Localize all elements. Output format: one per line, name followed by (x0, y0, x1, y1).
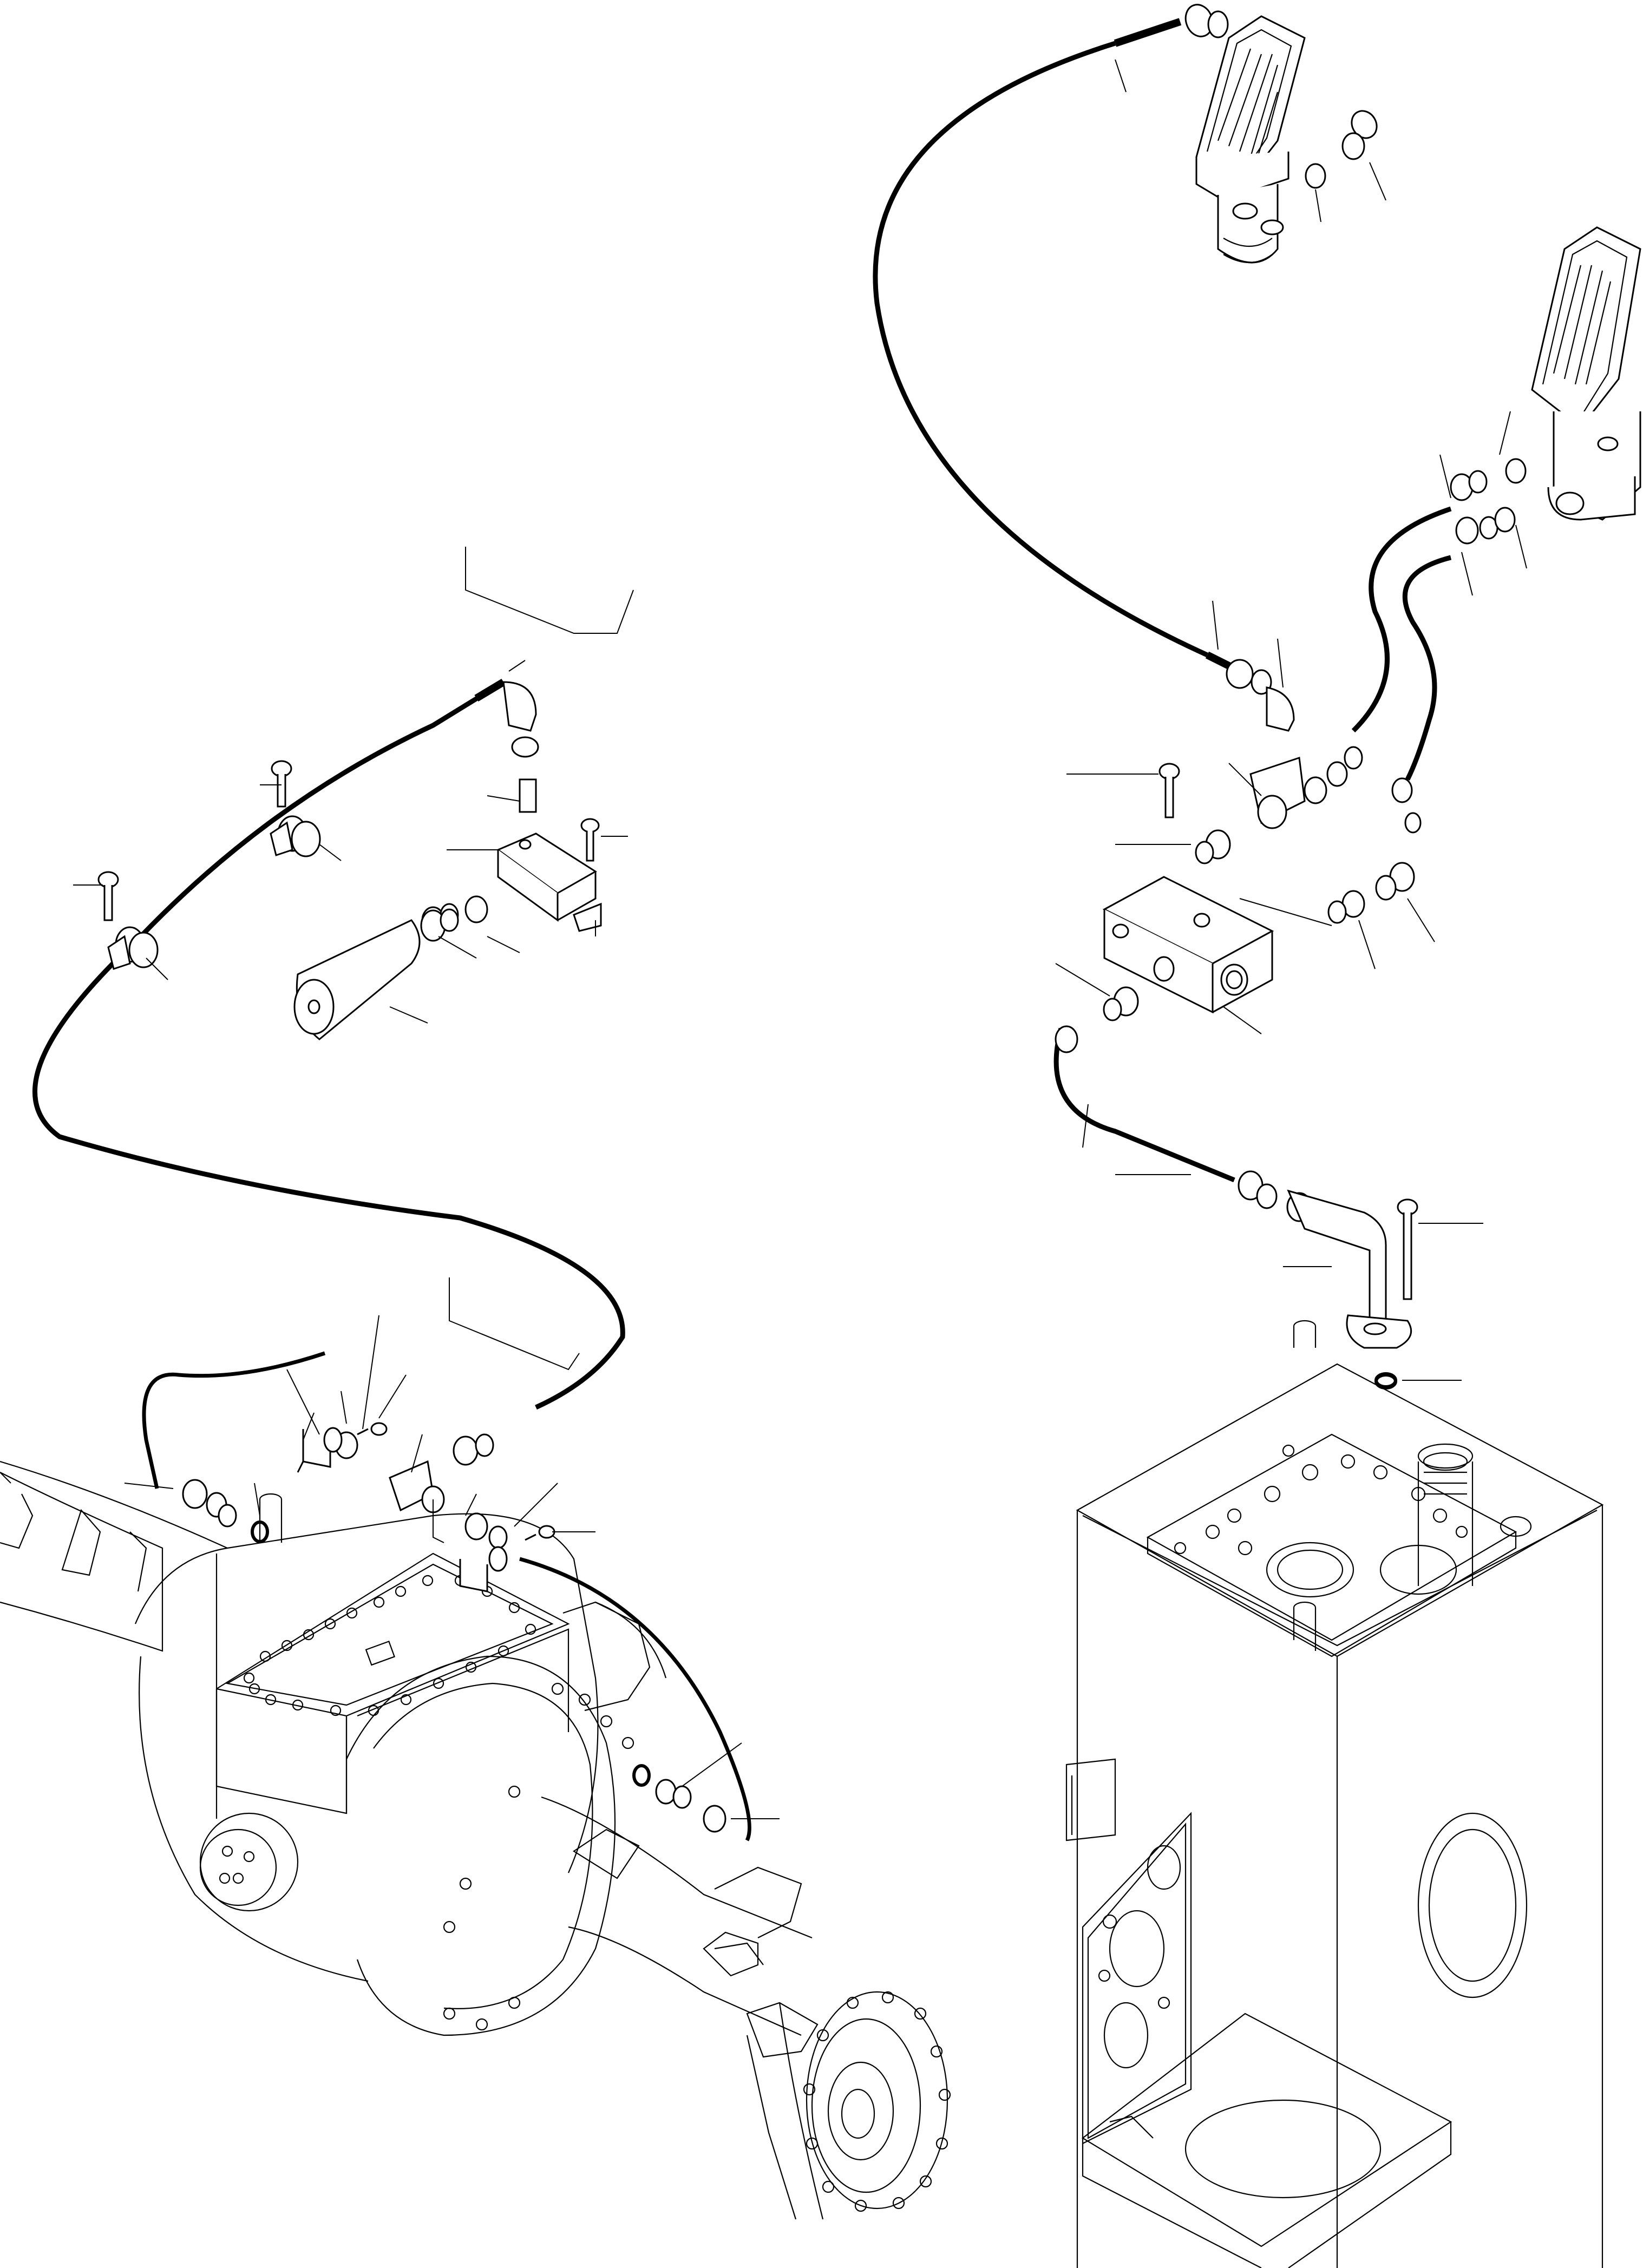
axle-cover-bolts (243, 1575, 634, 2031)
tank-pipe-flange (1287, 1189, 1412, 1388)
pipe-clamps (107, 815, 508, 1592)
axle-housing (0, 1460, 948, 2220)
distribution-block (1102, 876, 1274, 1014)
brake-pedal-valve-lower (1531, 226, 1641, 521)
brake-hoses (32, 18, 1452, 1841)
o-rings (251, 1373, 1397, 1787)
hose-fittings (182, 4, 1527, 1833)
mounting-bracket (496, 833, 602, 932)
bolts (97, 760, 1418, 1541)
hydraulic-tank (1065, 1320, 1604, 2268)
brake-pedal-valve-upper (1195, 15, 1306, 264)
accumulator (293, 908, 459, 1040)
leader-lines (0, 59, 1527, 1819)
wheel-flange-holes (803, 1991, 951, 2212)
